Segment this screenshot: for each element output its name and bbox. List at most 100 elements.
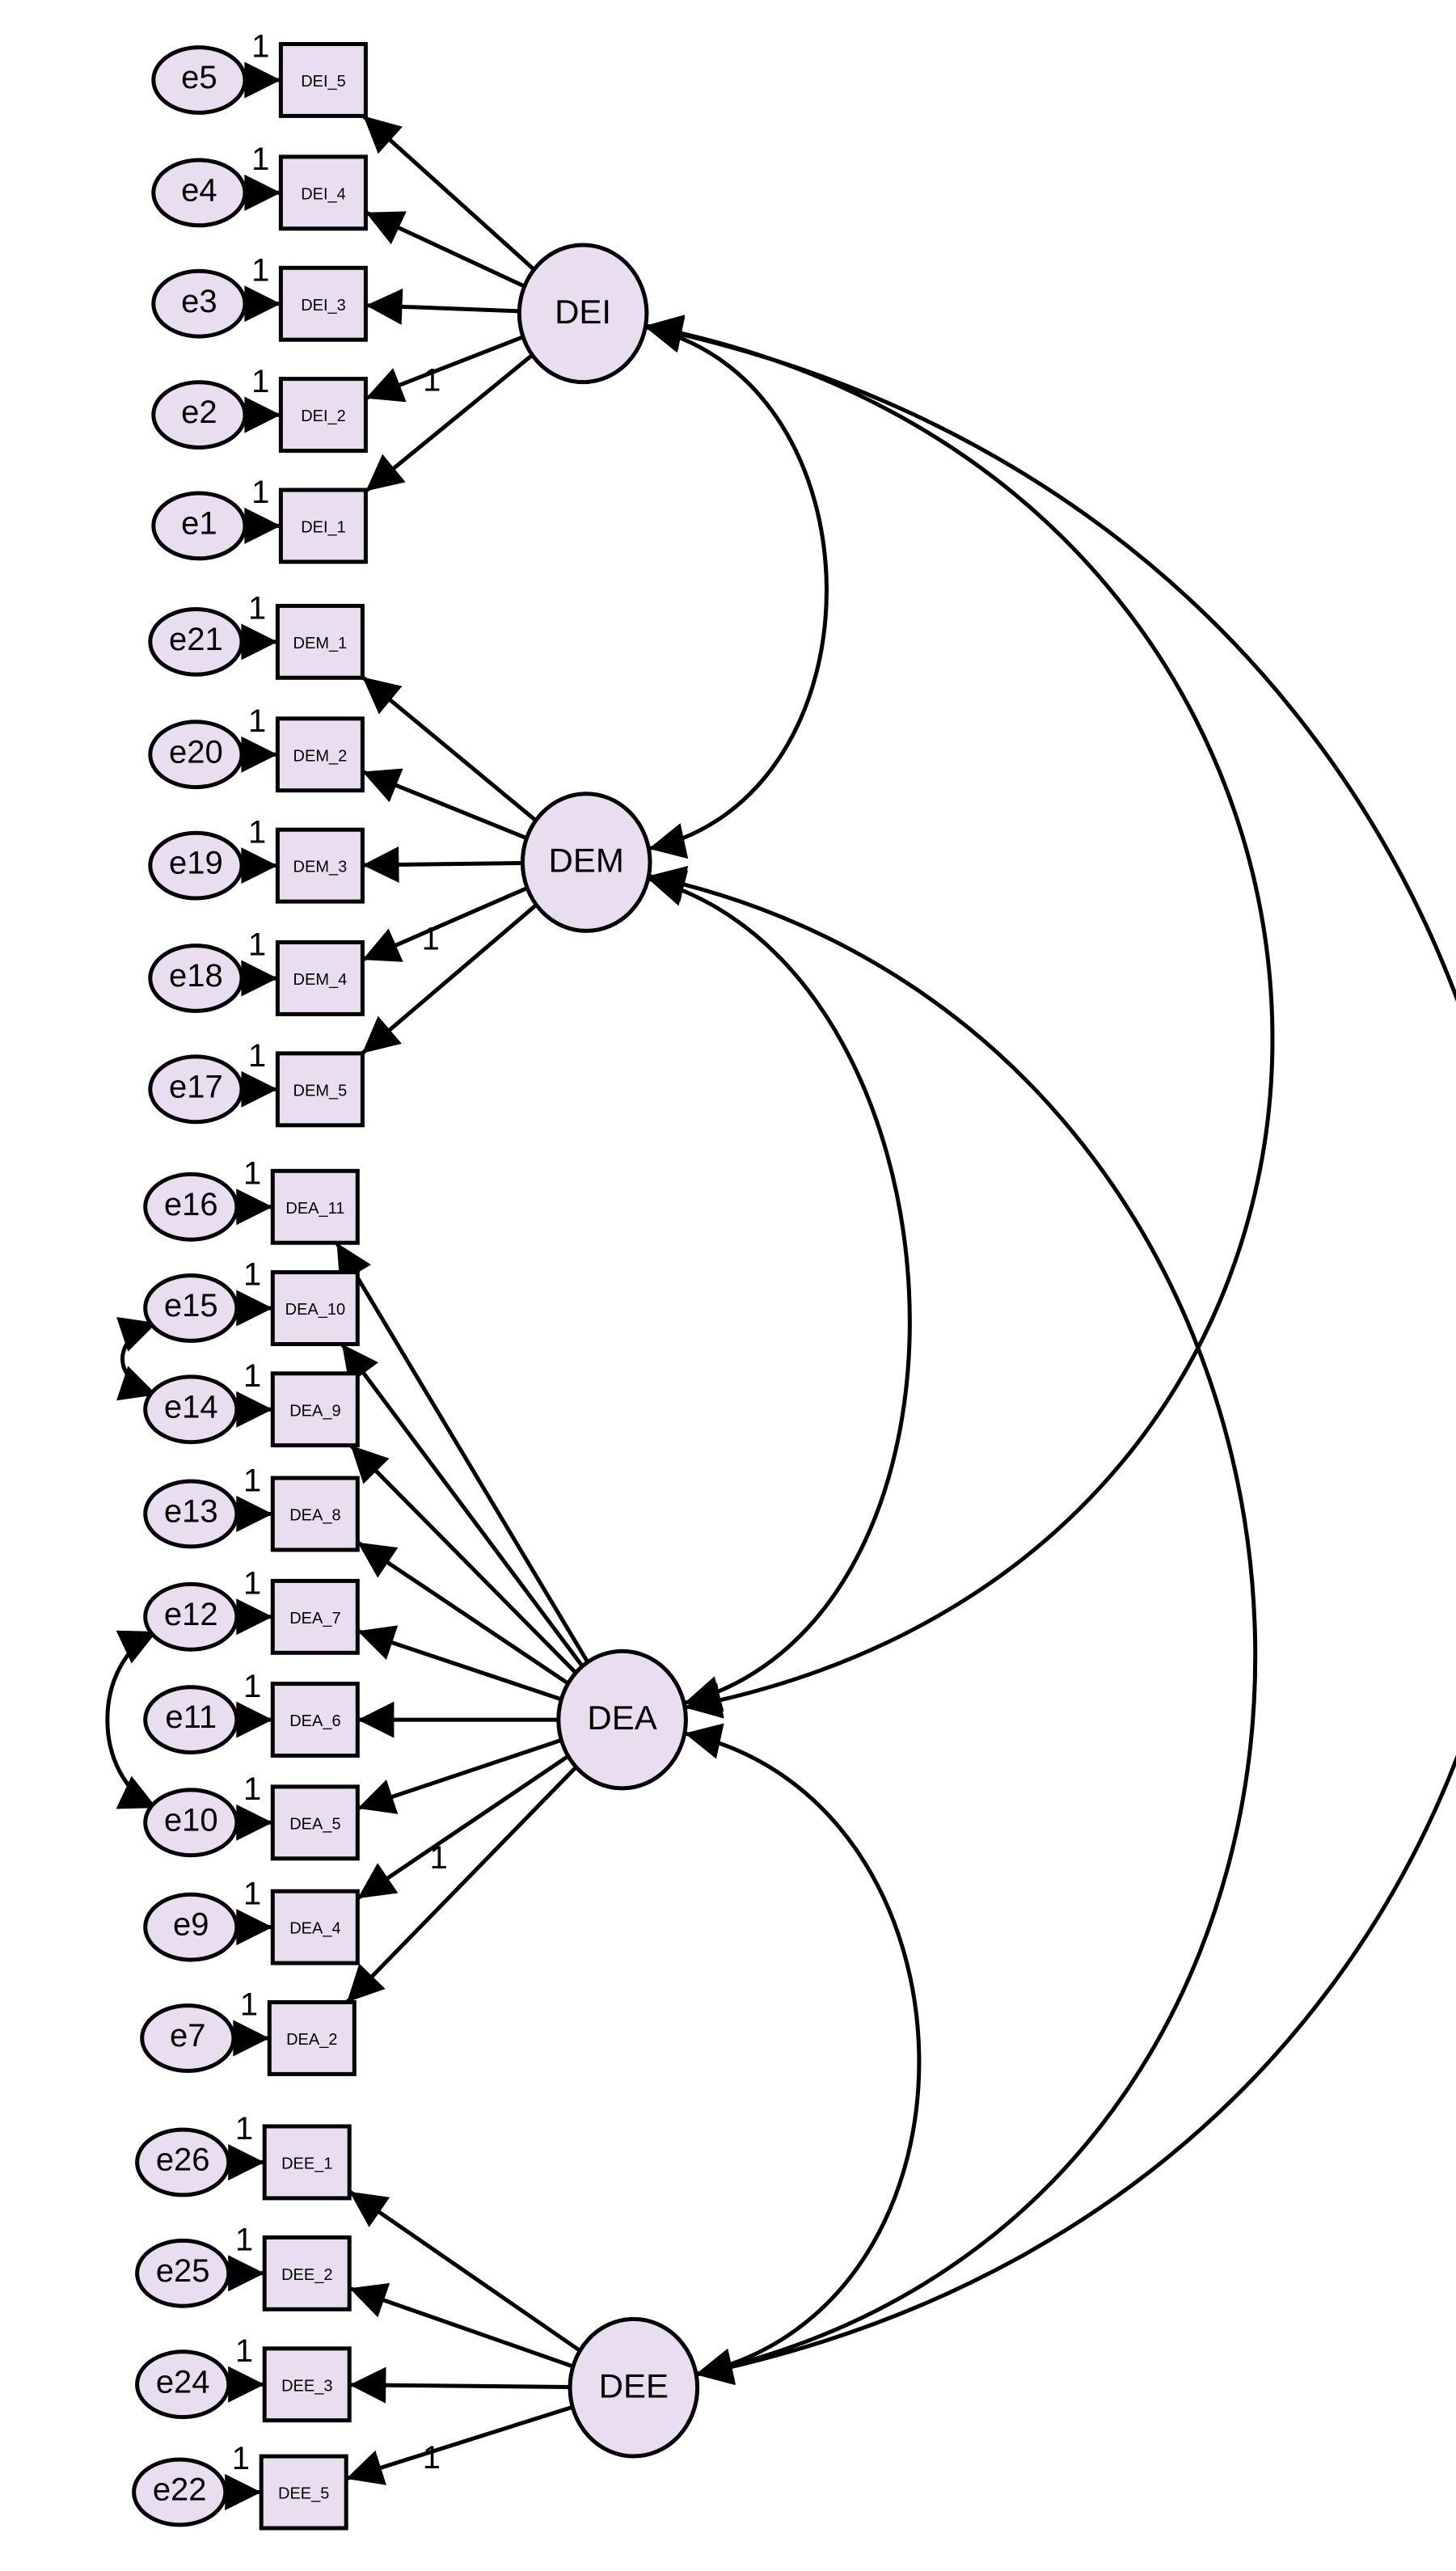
latent-dea	[556, 1649, 688, 1791]
error-path-label: 1	[235, 2111, 253, 2147]
covariance-e12-e10	[105, 1629, 158, 1810]
loading-path-dei-4	[365, 210, 525, 289]
indicator-dea-11	[270, 1168, 360, 1245]
loading-path-dei-2	[365, 335, 525, 403]
error-path-label: 1	[248, 1038, 266, 1074]
error-term-e18	[148, 944, 244, 1013]
indicator-dem-3	[275, 827, 365, 904]
error-path-label: 1	[251, 252, 269, 288]
indicator-label: DEA_11	[285, 1200, 344, 1218]
error-term-e26	[135, 2127, 231, 2197]
indicator-dem-2	[275, 716, 365, 793]
indicator-label: DEA_10	[285, 1301, 346, 1319]
error-path-label: 1	[248, 927, 266, 963]
latent-label: DEA	[587, 1699, 656, 1737]
indicator-label: DEA_2	[286, 2031, 337, 2049]
error-term-label: e2	[181, 395, 217, 430]
error-term-label: e24	[156, 2364, 210, 2400]
loading-path-layer	[225, 61, 590, 2510]
loading-path-dea-5	[357, 1737, 563, 1814]
error-path-label: 1	[243, 1257, 261, 1293]
error-term-e1	[151, 491, 247, 561]
indicator-label: DEM_4	[293, 971, 348, 989]
error-term-label: e5	[181, 60, 217, 95]
loading-path-dea-4	[357, 1754, 570, 1901]
indicator-dea-2	[267, 2000, 357, 2076]
error-term-e17	[148, 1054, 244, 1125]
error-term-e5	[151, 45, 247, 115]
indicator-label: DEE_1	[281, 2155, 332, 2173]
indicator-dei-3	[278, 265, 368, 342]
indicator-label: DEI_5	[301, 73, 346, 91]
covariance-dei-dee	[644, 315, 1456, 2386]
error-term-label: e25	[156, 2253, 210, 2289]
indicator-label: DEM_2	[293, 747, 348, 765]
error-path-label: 1	[243, 1669, 261, 1704]
indicator-label: DEM_3	[293, 859, 348, 876]
indicator-label: DEA_5	[289, 1815, 340, 1833]
loading-path-dee-3	[349, 2366, 571, 2404]
error-term-e2	[151, 380, 247, 450]
loading-path-dea-8	[357, 1540, 570, 1686]
error-term-label: e11	[165, 1699, 217, 1735]
error-term-e7	[140, 2003, 236, 2073]
indicator-label: DEM_5	[293, 1082, 348, 1100]
loading-path-dea-9	[349, 1443, 577, 1674]
indicator-label: DEE_2	[281, 2266, 332, 2284]
error-path-label: 1	[248, 703, 266, 739]
indicator-label: DEI_4	[301, 185, 346, 203]
loading-path-dem-4	[361, 886, 529, 962]
indicator-dea-10	[270, 1270, 360, 1346]
error-path-label: 1	[243, 1463, 261, 1498]
error-path-label: 1	[243, 1156, 261, 1192]
error-term-e12	[143, 1581, 239, 1652]
indicator-label: DEA_7	[289, 1610, 340, 1627]
indicator-label: DEI_2	[301, 407, 346, 425]
latent-label: DEI	[555, 293, 611, 331]
error-term-label: e9	[173, 1907, 209, 1943]
error-term-e22	[132, 2457, 228, 2527]
error-term-e20	[148, 720, 244, 790]
latent-label: DEM	[549, 842, 624, 880]
indicator-dem-5	[275, 1051, 365, 1128]
error-path-label: 1	[243, 1771, 261, 1807]
error-path-label: 1	[248, 814, 266, 850]
indicator-dea-4	[270, 1889, 360, 1965]
indicator-dee-3	[262, 2346, 352, 2423]
covariance-layer	[105, 315, 1456, 2386]
indicator-label: DEA_9	[289, 1402, 340, 1420]
error-term-label: e3	[181, 284, 217, 319]
covariance-e15-e14	[116, 1317, 158, 1401]
error-path-label: 1	[243, 1358, 261, 1394]
error-term-e14	[143, 1374, 239, 1445]
indicator-label: DEA_4	[289, 1920, 340, 1938]
error-path-label: 1	[243, 1876, 261, 1911]
fixed-loading-label: 1	[423, 363, 441, 399]
loading-path-dem-5	[361, 903, 538, 1055]
loading-path-dem-1	[361, 675, 538, 822]
error-term-label: e10	[164, 1802, 218, 1838]
error-term-e13	[143, 1479, 239, 1549]
covariance-dem-dea	[648, 870, 912, 1712]
error-term-e16	[143, 1172, 239, 1242]
fixed-loading-label: 1	[422, 921, 440, 956]
error-path-label: 1	[251, 364, 269, 399]
loading-path-dei-3	[365, 288, 520, 325]
indicator-label: DEI_1	[301, 519, 346, 537]
loading-path-dea-10	[340, 1343, 585, 1668]
error-term-label: e13	[164, 1494, 218, 1530]
covariance-dei-dem	[644, 317, 829, 859]
indicator-dee-2	[262, 2235, 352, 2311]
node-layer: DEIDEMDEADEEDEI_5e5DEI_4e4DEI_3e3DEI_2e2…	[132, 42, 700, 2531]
latent-label: DEE	[599, 2366, 669, 2404]
loading-path-dei-5	[361, 114, 536, 272]
fixed-loading-label: 1	[430, 1840, 448, 1876]
error-term-label: e4	[181, 173, 217, 209]
loading-path-dee-1	[348, 2189, 581, 2353]
indicator-dea-5	[270, 1784, 360, 1861]
indicator-dem-4	[275, 940, 365, 1016]
error-term-e19	[148, 830, 244, 901]
error-path-label: 1	[251, 29, 269, 65]
